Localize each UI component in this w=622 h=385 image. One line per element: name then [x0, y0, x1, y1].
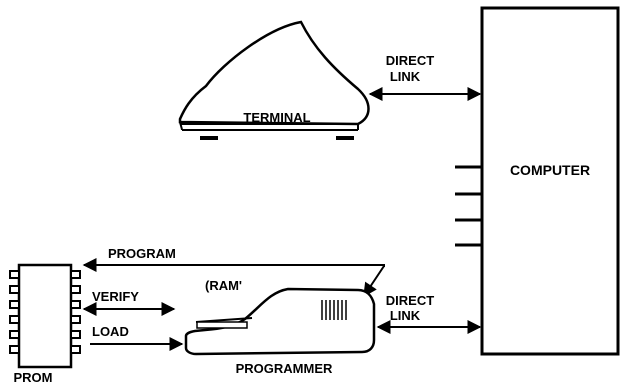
direct-link-top: DIRECT LINK	[368, 53, 482, 101]
terminal-label: TERMINAL	[243, 110, 310, 125]
computer-box: COMPUTER	[480, 6, 620, 356]
load-label: LOAD	[92, 324, 129, 339]
programmer-label: PROGRAMMER	[236, 361, 333, 376]
load-arrow: LOAD	[90, 324, 184, 351]
program-arrow: PROGRAM	[82, 246, 385, 298]
computer-ports	[455, 165, 482, 247]
direct-link-bottom-line2: LINK	[390, 308, 421, 323]
direct-link-bottom: DIRECT LINK	[376, 293, 482, 334]
prom-label: PROM	[14, 370, 53, 385]
direct-link-top-line2: LINK	[390, 69, 421, 84]
terminal-icon: TERMINAL	[178, 20, 370, 140]
verify-arrow: VERIFY	[82, 289, 176, 316]
programmer-device: PROGRAMMER	[184, 287, 376, 376]
programmer-vent	[321, 300, 347, 320]
direct-link-bottom-line1: DIRECT	[386, 293, 434, 308]
direct-link-top-line1: DIRECT	[386, 53, 434, 68]
prom-chip: PROM	[9, 263, 81, 385]
computer-label: COMPUTER	[510, 162, 590, 178]
verify-label: VERIFY	[92, 289, 139, 304]
ram-label: (RAM'	[205, 278, 242, 293]
program-label: PROGRAM	[108, 246, 176, 261]
